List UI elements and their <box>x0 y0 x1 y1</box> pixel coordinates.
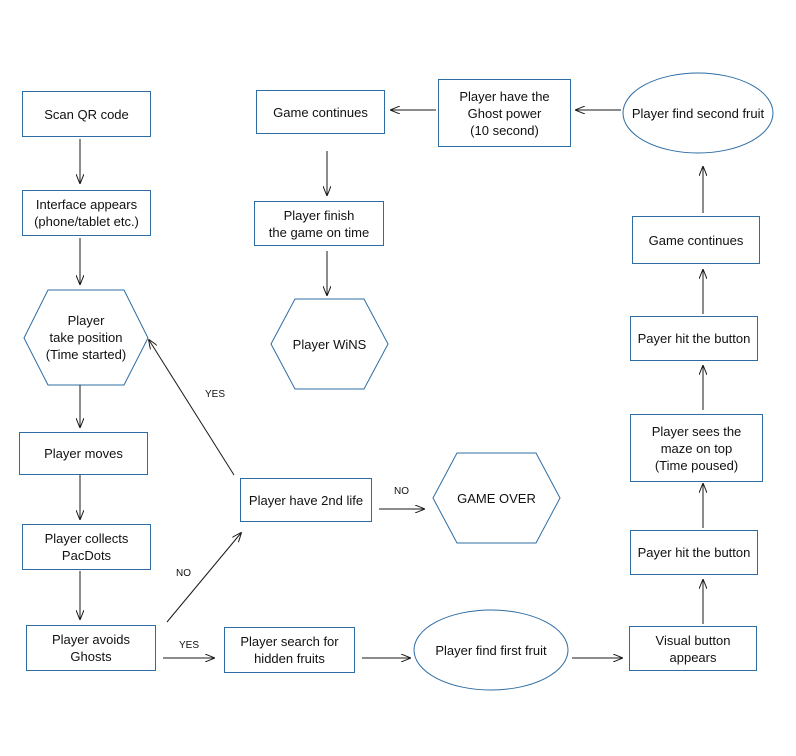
hit-button-box-upper: Payer hit the button <box>630 316 758 361</box>
game-over-label: GAME OVER <box>457 490 536 506</box>
player-find-second-fruit-label: Player find second fruit <box>631 105 765 121</box>
sees-maze-box: Player sees the maze on top (Time poused… <box>630 414 763 482</box>
arrow-second-life-to-position <box>149 340 235 476</box>
ghost-power-box: Player have the Ghost power (10 second) <box>438 79 571 147</box>
visual-button-box: Visual button appears <box>629 626 757 671</box>
game-continues-right-box: Game continues <box>632 216 760 264</box>
interface-appears-box: Interface appears (phone/tablet etc.) <box>22 190 151 236</box>
player-search-box: Player search for hidden fruits <box>224 627 355 673</box>
arrow-avoids-to-second-life <box>166 533 241 623</box>
player-wins-label: Player WiNS <box>292 336 367 352</box>
edge-label-no-life-gameover: NO <box>394 486 409 497</box>
player-find-second-fruit-ellipse <box>622 72 774 154</box>
player-find-first-fruit-label: Player find first fruit <box>435 642 547 658</box>
finish-on-time-box: Player finish the game on time <box>254 201 384 246</box>
player-wins-hexagon <box>270 298 389 390</box>
game-continues-top-box: Game continues <box>256 90 385 134</box>
game-over-hexagon <box>432 452 561 544</box>
player-avoids-box: Player avoids Ghosts <box>26 625 156 671</box>
scan-qr-box: Scan QR code <box>22 91 151 137</box>
edge-label-yes-life-position: YES <box>205 389 226 400</box>
player-take-position-hexagon <box>23 289 149 386</box>
player-find-first-fruit-ellipse <box>413 609 569 691</box>
player-collects-box: Player collects PacDots <box>22 524 151 570</box>
edge-label-yes-avoid-search: YES <box>179 640 200 651</box>
player-moves-box: Player moves <box>19 432 148 475</box>
hit-button-box-lower: Payer hit the button <box>630 530 758 575</box>
edge-label-no-avoid-life: NO <box>176 568 191 579</box>
second-life-box: Player have 2nd life <box>240 478 372 522</box>
player-take-position-label: Player take position (Time started) <box>45 313 127 362</box>
